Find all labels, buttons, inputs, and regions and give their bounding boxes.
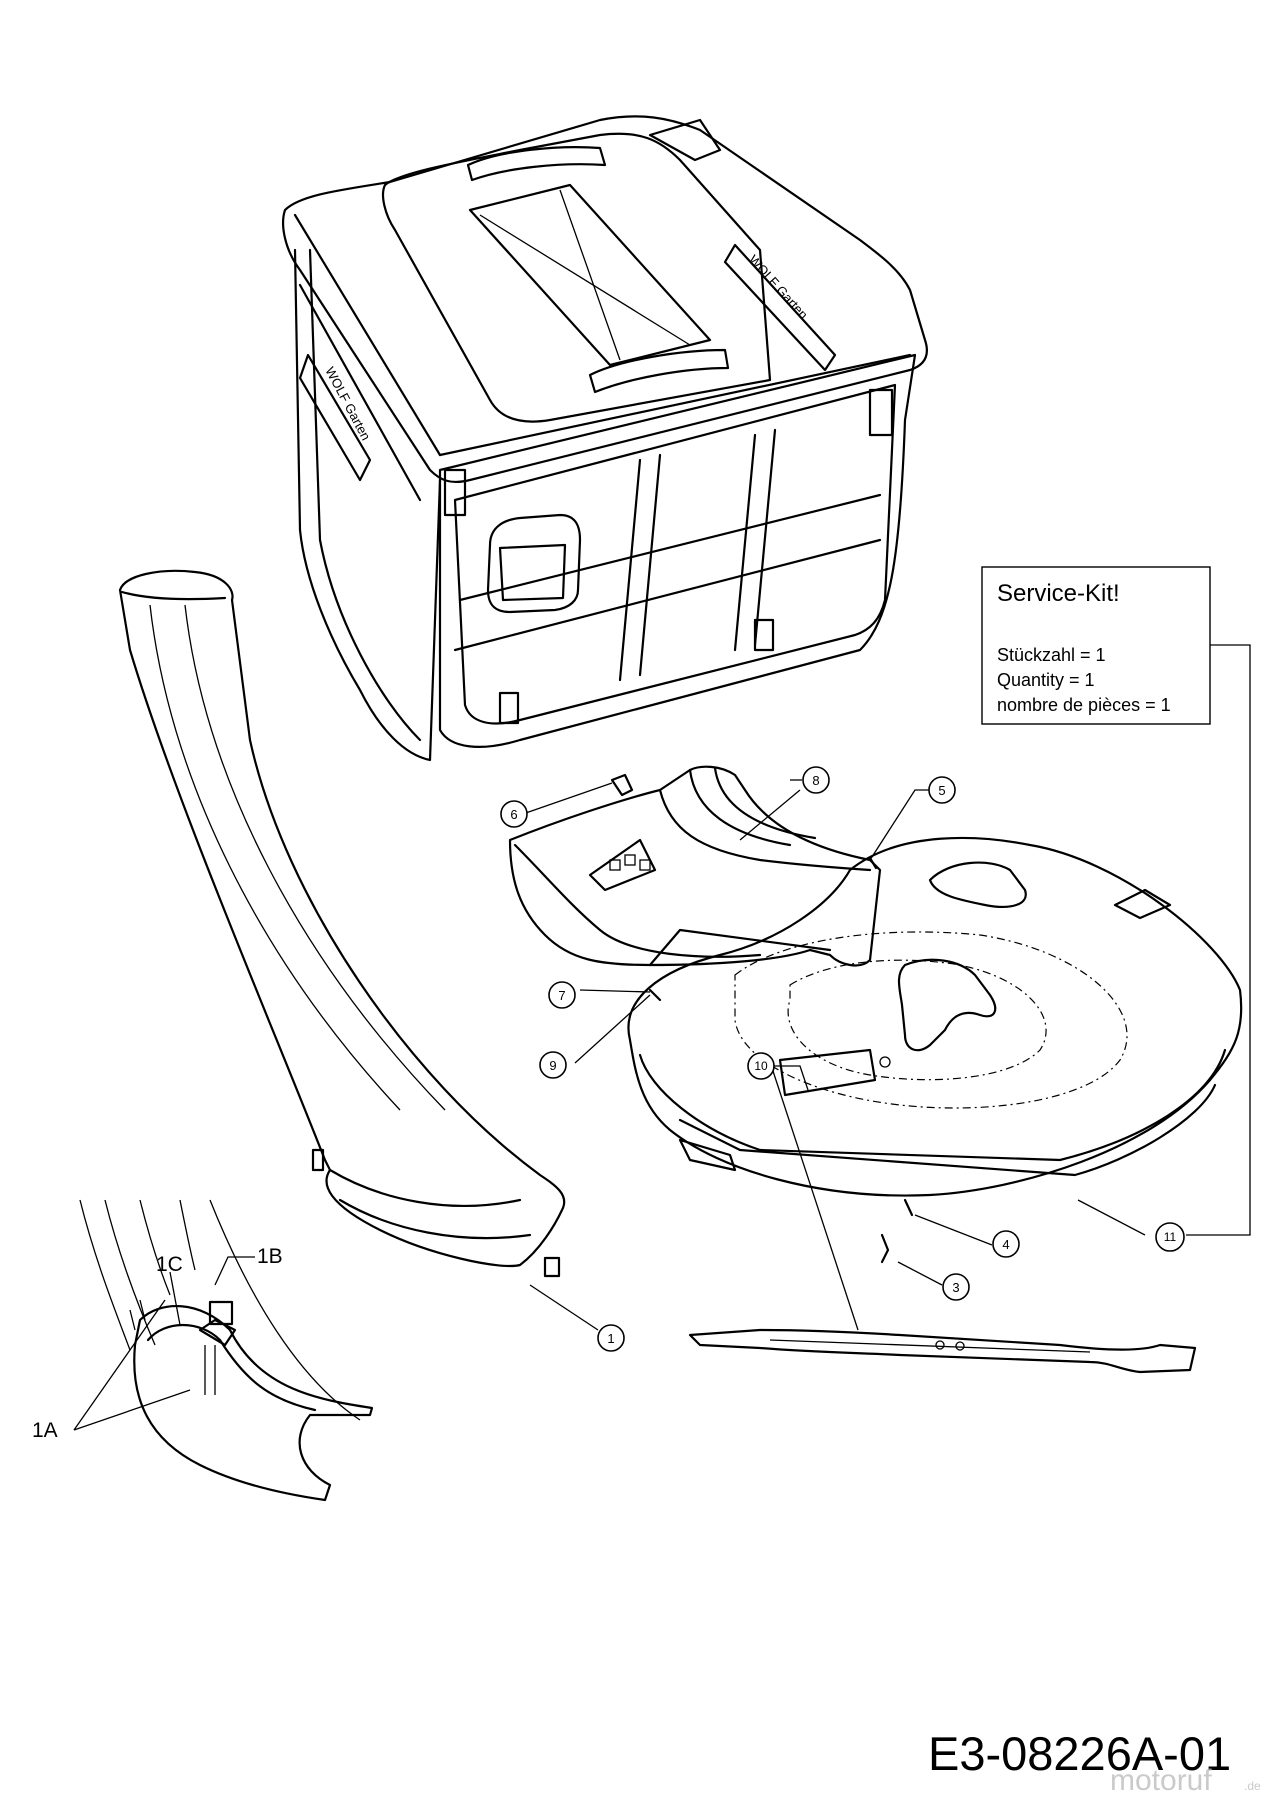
label-1c: 1C bbox=[156, 1253, 183, 1276]
hardware bbox=[648, 856, 914, 1264]
label-1a: 1A bbox=[32, 1419, 58, 1442]
discharge-chute bbox=[118, 569, 566, 1278]
svg-text:11: 11 bbox=[1164, 1230, 1177, 1244]
callout-9: 9 bbox=[539, 1051, 567, 1079]
svg-text:7: 7 bbox=[558, 988, 565, 1003]
deflector-assembly bbox=[508, 765, 882, 967]
service-kit-panel: Service-Kit! Stückzahl = 1 Quantity = 1 … bbox=[981, 566, 1251, 1236]
svg-text:1: 1 bbox=[607, 1331, 614, 1346]
svg-text:6: 6 bbox=[510, 807, 517, 822]
brand-right: WOLF Garten bbox=[746, 252, 811, 322]
service-kit-line-2: Quantity = 1 bbox=[997, 670, 1095, 690]
callout-8: 8 bbox=[802, 766, 830, 794]
grass-catcher-box: WOLF Garten WOLF Garten bbox=[282, 115, 928, 762]
callout-1: 1 bbox=[597, 1324, 625, 1352]
callout-6: 6 bbox=[500, 800, 528, 828]
callout-7: 7 bbox=[548, 981, 576, 1009]
callout-11: 11 bbox=[1155, 1222, 1185, 1252]
callout-4: 4 bbox=[992, 1230, 1020, 1258]
service-kit-line-3: nombre de pièces = 1 bbox=[997, 695, 1171, 715]
label-1b: 1B bbox=[257, 1245, 283, 1268]
svg-text:8: 8 bbox=[812, 773, 819, 788]
watermark: motoruf .de bbox=[1110, 1764, 1261, 1797]
svg-text:4: 4 bbox=[1002, 1237, 1009, 1252]
service-kit-line-1: Stückzahl = 1 bbox=[997, 645, 1106, 665]
svg-text:10: 10 bbox=[754, 1059, 768, 1073]
svg-text:.de: .de bbox=[1244, 1779, 1261, 1793]
mower-deck bbox=[627, 836, 1243, 1197]
blade bbox=[688, 1328, 1197, 1374]
svg-text:motoruf: motoruf bbox=[1110, 1764, 1212, 1797]
svg-text:9: 9 bbox=[549, 1058, 556, 1073]
callout-3: 3 bbox=[942, 1273, 970, 1301]
service-kit-title: Service-Kit! bbox=[997, 580, 1120, 607]
svg-text:5: 5 bbox=[938, 783, 945, 798]
svg-text:3: 3 bbox=[952, 1280, 959, 1295]
drawing-number: E3-08226A-01 bbox=[928, 1727, 1231, 1780]
callout-5: 5 bbox=[928, 776, 956, 804]
leader-lines bbox=[73, 779, 1146, 1431]
detail-chute-clip bbox=[79, 1199, 374, 1502]
callout-10: 10 bbox=[747, 1052, 775, 1080]
